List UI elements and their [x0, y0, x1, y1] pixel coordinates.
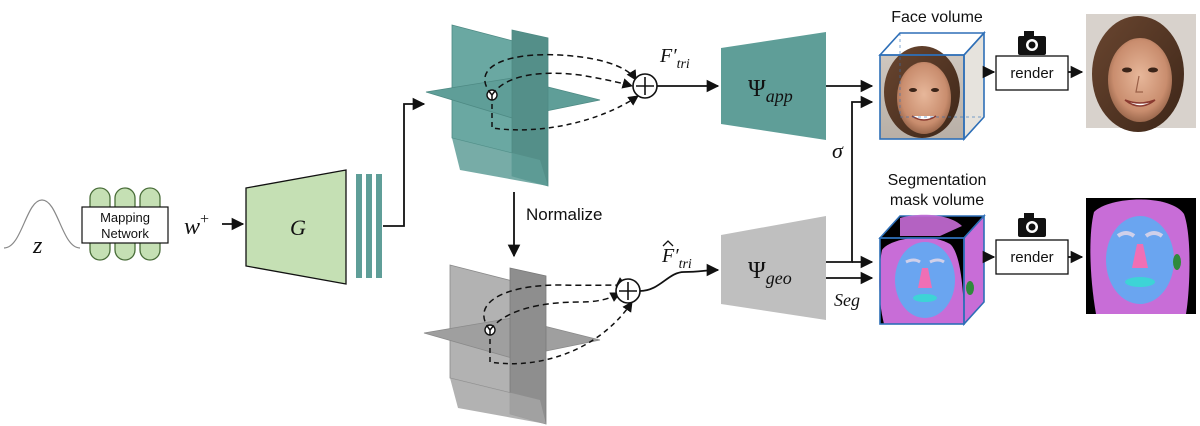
- ftri-hat-label: F′tri: [661, 245, 692, 272]
- dashed-loop-teal-3: [491, 95, 639, 131]
- latent-z-label: z: [32, 233, 43, 259]
- ftri-label: F′tri: [659, 45, 690, 72]
- generator-label: G: [290, 215, 306, 240]
- triplane-gray: [423, 264, 601, 425]
- normalize-label: Normalize: [526, 205, 603, 224]
- sum-node-geo: [615, 278, 641, 304]
- arrow-sigma: [826, 95, 874, 263]
- rendered-face-image: [1086, 14, 1196, 132]
- seg-volume-cube: [878, 213, 986, 327]
- psi-geo-label: Ψgeo: [748, 258, 792, 288]
- sum-node-app: [632, 73, 658, 99]
- dashed-loop-teal-1: [484, 53, 637, 96]
- face-volume-title: Face volume: [891, 9, 983, 26]
- arrow-to-triplane: [383, 97, 426, 227]
- face-volume-cube: [878, 30, 986, 142]
- triplane-teal: [425, 24, 601, 187]
- w-plus-label: w+: [184, 211, 209, 240]
- rendered-seg-image: [1086, 198, 1196, 314]
- psi-geo-block: Ψgeo: [721, 216, 826, 320]
- dashed-loop-teal-2: [491, 72, 634, 96]
- generator-block: G: [245, 169, 347, 285]
- mapping-label-line2: Network: [101, 226, 149, 241]
- psi-app-label: Ψapp: [748, 76, 793, 106]
- render-label-seg: render: [1010, 249, 1053, 266]
- seg-label: Seg: [834, 290, 860, 310]
- camera-icon: [1018, 31, 1046, 55]
- arrow-sum-to-psi-geo: [639, 263, 720, 292]
- dashed-loop-gray-1: [483, 277, 627, 331]
- triplane-feature-bars: [356, 174, 382, 278]
- ftri-hat-caret: [662, 240, 674, 247]
- mapping-label-line1: Mapping: [100, 210, 150, 225]
- render-label-face: render: [1010, 65, 1053, 82]
- render-box-face: [995, 55, 1069, 91]
- dashed-loop-gray-2: [489, 292, 621, 331]
- sigma-label: σ: [832, 138, 844, 163]
- seg-volume-title-line1: Segmentation: [888, 172, 987, 189]
- dashed-loop-gray-3: [489, 301, 633, 365]
- psi-app-block: Ψapp: [721, 32, 826, 140]
- mapping-network: Mapping Network: [81, 187, 169, 261]
- gaussian-distribution: z: [3, 199, 81, 259]
- seg-volume-title-line2: mask volume: [890, 192, 984, 209]
- camera-icon: [1018, 213, 1046, 237]
